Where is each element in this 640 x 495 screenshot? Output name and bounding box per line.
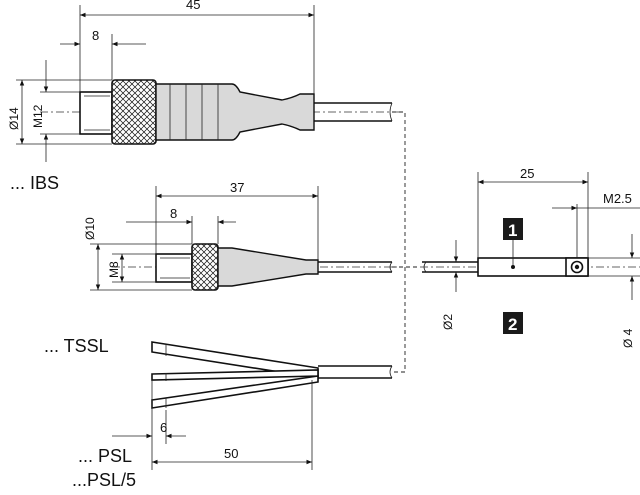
cable-continuation-line — [392, 111, 406, 373]
psl-dimensions: 6 50 ... PSL ...PSL/5 — [72, 380, 313, 490]
sensor-dimensions: 25 M2.5 Ø2 Ø 4 — [441, 166, 640, 348]
tssl-length-value: 37 — [230, 180, 244, 195]
ibs-outer-diameter: Ø14 — [7, 107, 21, 130]
marker-1-label: 1 — [508, 221, 517, 240]
tssl-label: ... TSSL — [44, 336, 109, 356]
ibs-thread-body — [79, 91, 113, 135]
ibs-knurled-nut — [111, 79, 157, 145]
psl-label: ... PSL — [78, 446, 132, 466]
ibs-grip-body — [155, 83, 315, 141]
marker-2-label: 2 — [508, 315, 517, 334]
sensor — [420, 240, 640, 277]
psl-length-value: 50 — [224, 446, 238, 461]
sensor-length-value: 25 — [520, 166, 534, 181]
ibs-label: ... IBS — [10, 173, 59, 193]
psl-strip-value: 6 — [160, 420, 167, 435]
sensing-point-icon — [511, 265, 515, 269]
tssl-thread-size: M8 — [107, 261, 121, 278]
psl5-label: ...PSL/5 — [72, 470, 136, 490]
tssl-nut-value: 8 — [170, 206, 177, 221]
marker-1: 1 — [503, 218, 523, 240]
ibs-length-value: 45 — [186, 0, 200, 12]
sensor-thread-value: M2.5 — [603, 191, 632, 206]
psl-wire-bottom — [151, 375, 319, 409]
sensor-body-diameter: Ø 4 — [621, 328, 635, 348]
ibs-connector — [40, 79, 400, 145]
psl-wire-middle — [151, 369, 319, 381]
tssl-grip-body — [217, 247, 319, 287]
tssl-outer-diameter: Ø10 — [83, 217, 97, 240]
ibs-thread-size: M12 — [31, 104, 45, 128]
ibs-dimensions: 45 8 Ø14 M12 ... IBS — [7, 0, 315, 193]
tssl-connector — [112, 243, 400, 291]
tssl-thread-body — [155, 253, 193, 283]
psl-cable — [151, 341, 393, 409]
marker-2: 2 — [503, 312, 523, 334]
ibs-nut-value: 8 — [92, 28, 99, 43]
tssl-knurled-nut — [191, 243, 219, 291]
tssl-dimensions: 37 8 Ø10 M8 ... TSSL — [44, 180, 319, 356]
sensor-small-diameter: Ø2 — [441, 314, 455, 330]
